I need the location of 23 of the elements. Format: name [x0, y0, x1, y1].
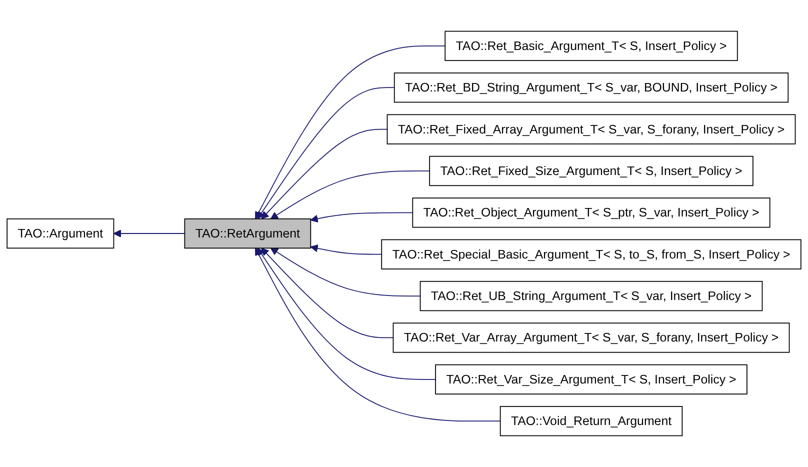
node-box: TAO::Ret_Object_Argument_T< S_ptr, S_var, Insert_Policy >	[412, 198, 770, 228]
arrow	[310, 244, 382, 255]
node-box: TAO::Ret_Fixed_Array_Argument_T< S_var, S_forany, Insert_Policy >	[386, 114, 796, 144]
arrow	[257, 248, 436, 380]
arrow	[310, 212, 414, 223]
node-box: TAO::Argument	[6, 218, 114, 249]
node-box: TAO::Ret_UB_String_Argument_T< S_var, Insert_Policy >	[420, 280, 763, 312]
arrow	[261, 248, 394, 338]
node-box: TAO::Ret_Var_Array_Argument_T< S_var, S_forany, Insert_Policy >	[392, 322, 790, 353]
arrow	[257, 87, 395, 220]
node-box: TAO::Ret_Basic_Argument_T< S, Insert_Policy >	[444, 30, 738, 61]
node-box: TAO::Void_Return_Argument	[500, 406, 683, 436]
arrow	[255, 45, 446, 220]
node-box: TAO::Ret_Fixed_Size_Argument_T< S, Insert_Policy >	[429, 156, 754, 186]
node-box: TAO::Ret_BD_String_Argument_T< S_var, BOUND, Insert_Policy >	[394, 72, 789, 103]
node-box: TAO::Ret_Var_Size_Argument_T< S, Insert_Policy >	[435, 364, 748, 394]
arrow	[270, 170, 430, 220]
node-box: TAO::RetArgument	[184, 218, 312, 249]
arrow	[270, 248, 421, 296]
arrow	[113, 230, 186, 238]
arrow	[255, 248, 501, 422]
arrow	[261, 128, 388, 220]
node-box: TAO::Ret_Special_Basic_Argument_T< S, to_S, from_S, Insert_Policy >	[381, 239, 802, 270]
